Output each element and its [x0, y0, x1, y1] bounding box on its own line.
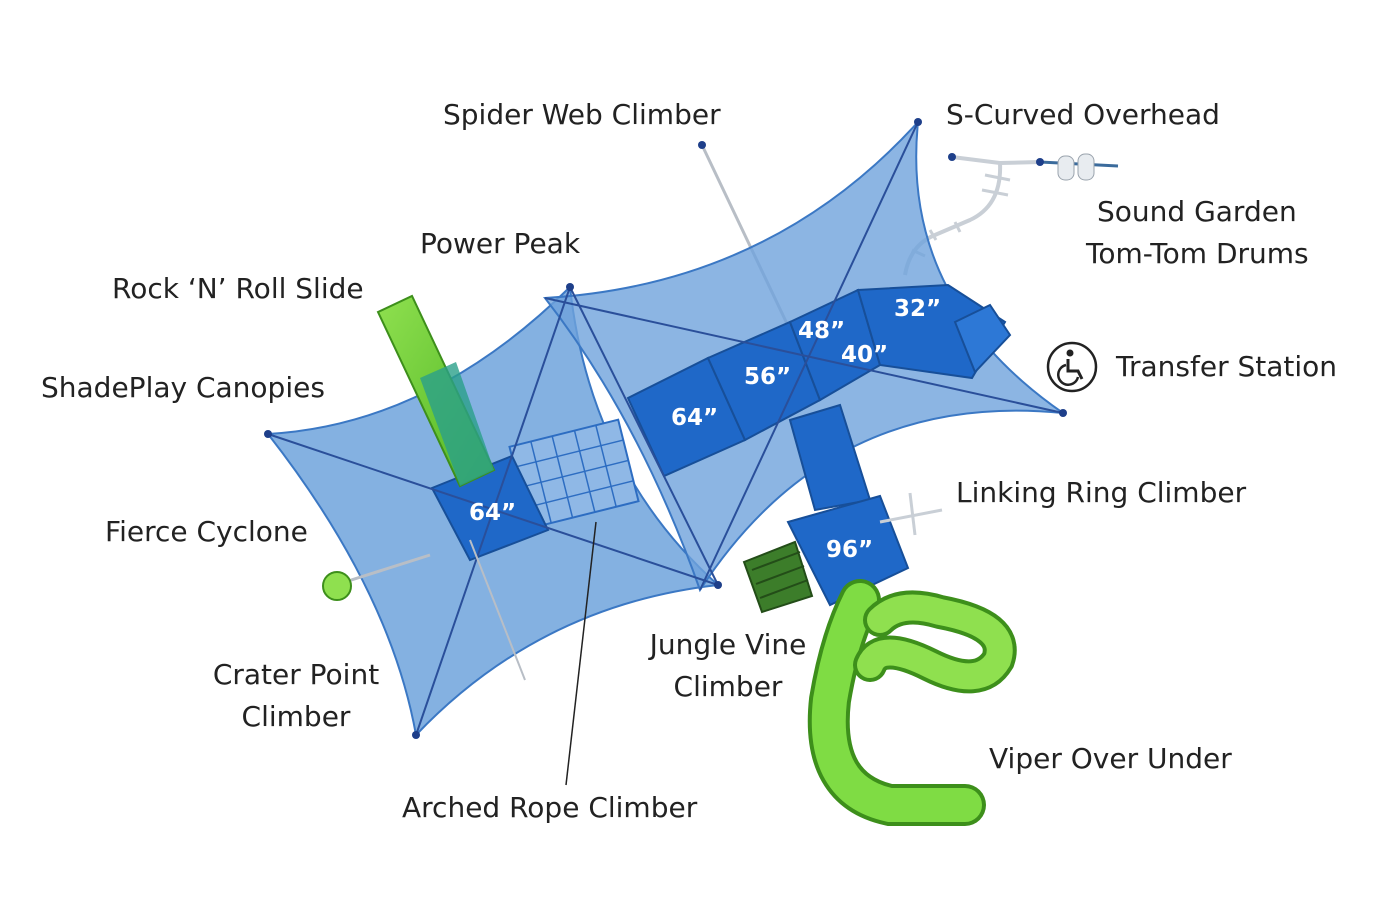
leader-lines [565, 521, 597, 786]
spider-web-climber-top [698, 141, 706, 149]
label-arched-rope-climber: Arched Rope Climber [402, 791, 698, 824]
deck-height-56: 56” [744, 364, 792, 390]
canopy-cables [267, 121, 1064, 736]
crater-point-support [469, 539, 526, 681]
rock-n-roll-slide [376, 294, 496, 488]
arched-rope-climber [508, 418, 640, 530]
label-spider-web-climber: Spider Web Climber [443, 98, 721, 131]
label-jungle-vine-line1: Jungle Vine [649, 628, 807, 661]
label-tom-tom-drums: Tom-Tom Drums [1086, 237, 1309, 270]
label-fierce-cyclone: Fierce Cyclone [105, 515, 308, 548]
fierce-cyclone [322, 553, 431, 601]
deck-height-96: 96” [826, 537, 874, 563]
linking-ring-climber [879, 492, 943, 536]
label-s-curved-overhead: S-Curved Overhead [946, 98, 1220, 131]
overhead-end-cap [948, 153, 956, 161]
label-crater-point-line1: Crater Point [212, 658, 380, 691]
label-power-peak: Power Peak [420, 227, 581, 260]
label-jungle-vine-line2: Climber [673, 670, 783, 703]
deck-height-48: 48” [798, 318, 846, 344]
transfer-station-step [953, 303, 1012, 374]
label-crater-point-line2: Climber [241, 700, 351, 733]
deck-height-64-center: 64” [671, 405, 719, 431]
sound-garden-tom-tom-drums [1036, 153, 1119, 181]
label-linking-ring-climber: Linking Ring Climber [956, 476, 1247, 509]
label-transfer-station: Transfer Station [1116, 350, 1338, 383]
deck-height-64-left: 64” [469, 500, 517, 526]
deck-height-32: 32” [894, 296, 942, 322]
wheelchair-accessible-icon [1046, 341, 1098, 393]
deck-height-40: 40” [841, 342, 889, 368]
viper-over-under-slide [807, 579, 1017, 826]
label-viper-over-under: Viper Over Under [989, 742, 1232, 775]
jungle-vine-climber [742, 540, 814, 614]
label-shadeplay-canopies: ShadePlay Canopies [41, 371, 325, 404]
label-rock-n-roll-slide: Rock ‘N’ Roll Slide [112, 272, 364, 305]
label-sound-garden: Sound Garden [1097, 195, 1297, 228]
canopy-corner-posts [264, 118, 1067, 739]
